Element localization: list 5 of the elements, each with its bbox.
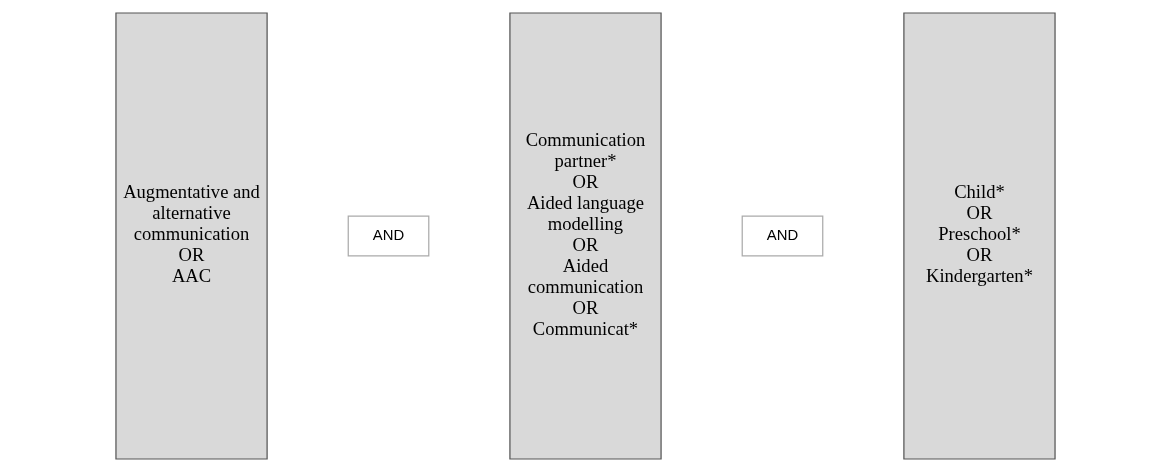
node-box: Augmentative and alternative communication OR AAC xyxy=(114,12,268,460)
node-box: Child* OR Preschool* OR Kindergarten* xyxy=(902,12,1056,460)
node-box: Communication partner* OR Aided language modelling OR Aided communication OR Communicat* xyxy=(508,12,662,460)
node-box: AND xyxy=(741,215,823,257)
node-box: AND xyxy=(347,215,429,257)
